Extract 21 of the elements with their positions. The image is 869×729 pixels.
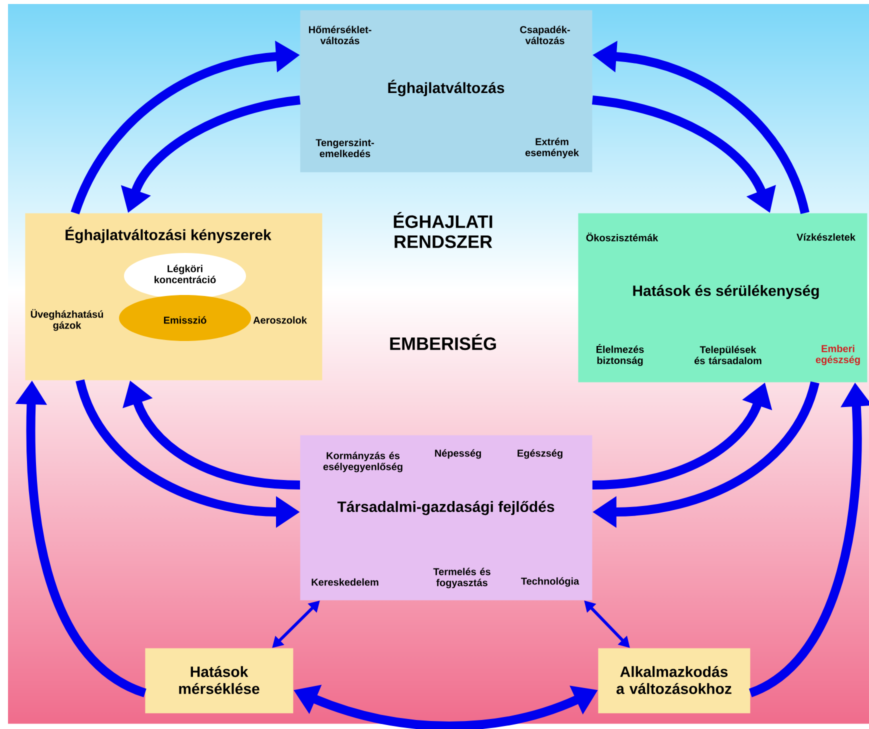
- item-label: Vízkészletek: [796, 233, 856, 241]
- section-label: ÉGHAJLATI RENDSZER: [394, 212, 492, 248]
- item-label: Kormányzás és esélyegyenlőség: [323, 452, 402, 472]
- section-label: EMBERISÉG: [390, 334, 496, 350]
- item-label: Ökoszisztémák: [586, 232, 658, 242]
- item-label: Hőmérséklet- változás: [309, 26, 372, 44]
- process-box: Alkalmazkodás a változásokhoz: [598, 648, 750, 714]
- item-label: Települések és társadalom: [694, 346, 762, 364]
- item-label: Emberi egészség: [816, 344, 860, 366]
- item-label: Élelmezés biztonság: [596, 344, 644, 366]
- item-label: Termelés és fogyasztás: [433, 568, 490, 588]
- process-box: Hatások mérséklése: [145, 648, 294, 714]
- item-label: Kereskedelem: [312, 578, 378, 586]
- item-label: Egészség: [518, 449, 562, 459]
- item-label: Extrém események: [525, 138, 579, 158]
- item-label: Technológia: [521, 577, 580, 587]
- item-label: Üvegházhatású gázok: [30, 309, 104, 331]
- item-label: Csapadék- változás: [520, 26, 570, 44]
- item-label: Tengerszint- emelkedés: [316, 138, 374, 158]
- item-label: Népesség: [435, 449, 481, 459]
- item-label: Aeroszolok: [253, 316, 307, 324]
